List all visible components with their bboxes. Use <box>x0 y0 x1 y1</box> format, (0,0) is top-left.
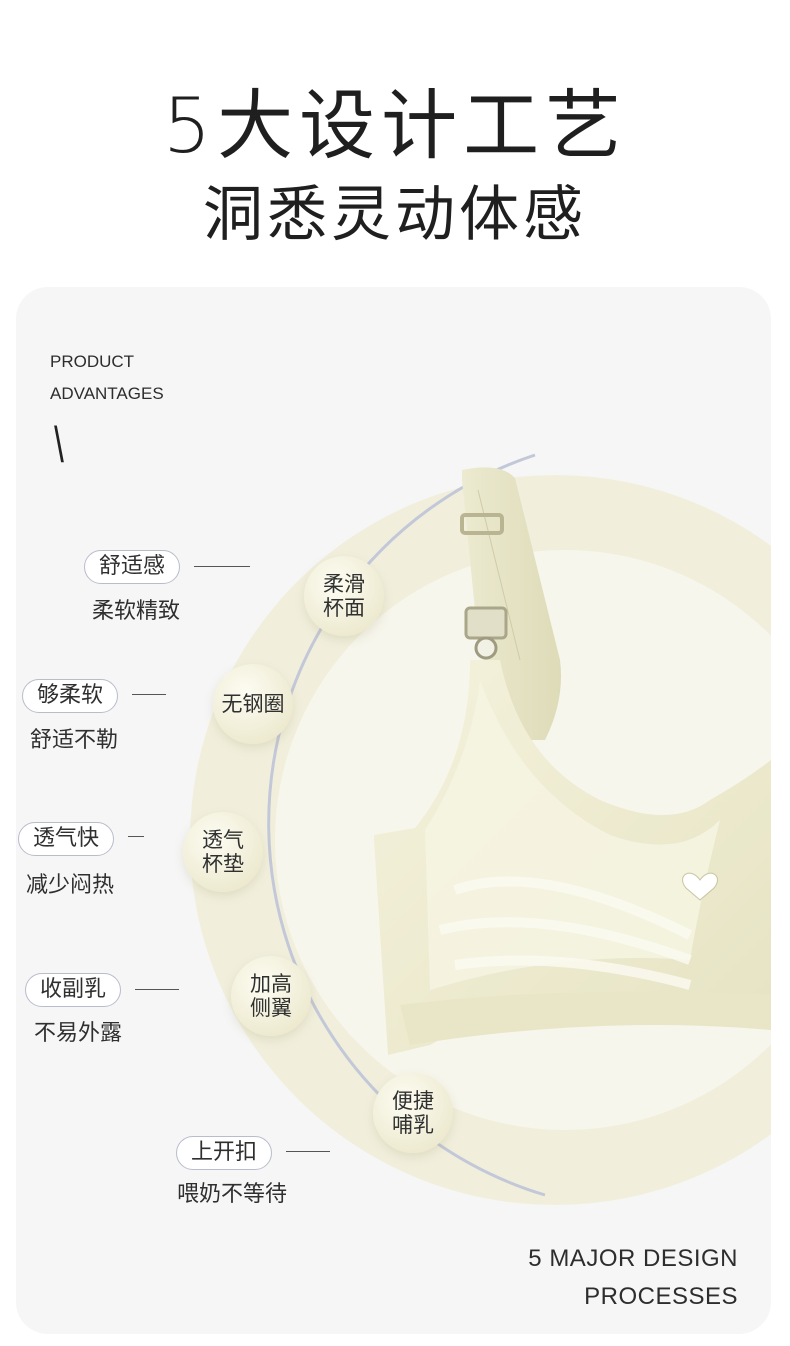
strap-slider <box>460 513 504 535</box>
slash-decoration: \ <box>54 417 64 473</box>
bubble-line: 柔滑 <box>323 572 365 596</box>
processes-line-2: PROCESSES <box>584 1283 738 1310</box>
bubble-easy-nursing: 便捷哺乳 <box>373 1073 453 1153</box>
leader-line <box>194 566 250 567</box>
feature-desc-comfort: 柔软精致 <box>92 599 181 624</box>
headline-title: 5大设计工艺 <box>162 81 628 170</box>
side-wing-line-3 <box>454 955 692 990</box>
side-wing-line-1 <box>453 876 693 940</box>
processes-line-1: 5 MAJOR DESIGN <box>528 1245 738 1272</box>
feature-tag-soft: 够柔软 <box>22 679 119 713</box>
feature-tag-front-buckle: 上开扣 <box>176 1136 273 1170</box>
advantages-line-2: ADVANTAGES <box>50 384 164 403</box>
bubble-raised-wing: 加高侧翼 <box>231 956 311 1036</box>
product-advantages-label: PRODUCT ADVANTAGES <box>50 346 164 410</box>
bubble-line: 加高 <box>250 972 292 996</box>
feature-desc-front-buckle: 喂奶不等待 <box>177 1182 288 1207</box>
side-wing-line-2 <box>438 917 692 965</box>
leader-line <box>135 989 179 990</box>
leader-line <box>128 836 144 837</box>
feature-desc-breathable: 减少闷热 <box>26 873 115 898</box>
feature-desc-soft: 舒适不勒 <box>30 728 119 753</box>
bubble-line: 杯面 <box>323 596 365 620</box>
bubble-wire-free: 无钢圈 <box>213 664 293 744</box>
bubble-line: 哺乳 <box>392 1113 434 1137</box>
bubble-line: 无钢圈 <box>221 692 285 716</box>
advantages-line-1: PRODUCT <box>50 352 135 371</box>
feature-tag-comfort: 舒适感 <box>84 550 181 584</box>
bubble-line: 透气 <box>202 828 244 852</box>
bubble-line: 杯垫 <box>202 852 244 876</box>
nursing-clip <box>464 606 508 640</box>
bubble-breathable-pad: 透气杯垫 <box>183 812 263 892</box>
feature-tag-side-gather: 收副乳 <box>25 973 122 1007</box>
bra-product <box>374 467 771 1055</box>
design-processes-label: 5 MAJOR DESIGN PROCESSES <box>528 1240 738 1316</box>
leader-line <box>286 1151 330 1152</box>
feature-tag-breathable: 透气快 <box>18 822 115 856</box>
heart-cutout <box>682 872 718 901</box>
bubble-smooth-cup: 柔滑杯面 <box>304 556 384 636</box>
underband <box>400 991 771 1045</box>
headline-subtitle: 洞悉灵动体感 <box>203 180 587 250</box>
bubble-line: 侧翼 <box>250 996 292 1020</box>
leader-line <box>132 694 166 695</box>
bubble-line: 便捷 <box>392 1089 434 1113</box>
feature-desc-side-gather: 不易外露 <box>34 1021 123 1046</box>
